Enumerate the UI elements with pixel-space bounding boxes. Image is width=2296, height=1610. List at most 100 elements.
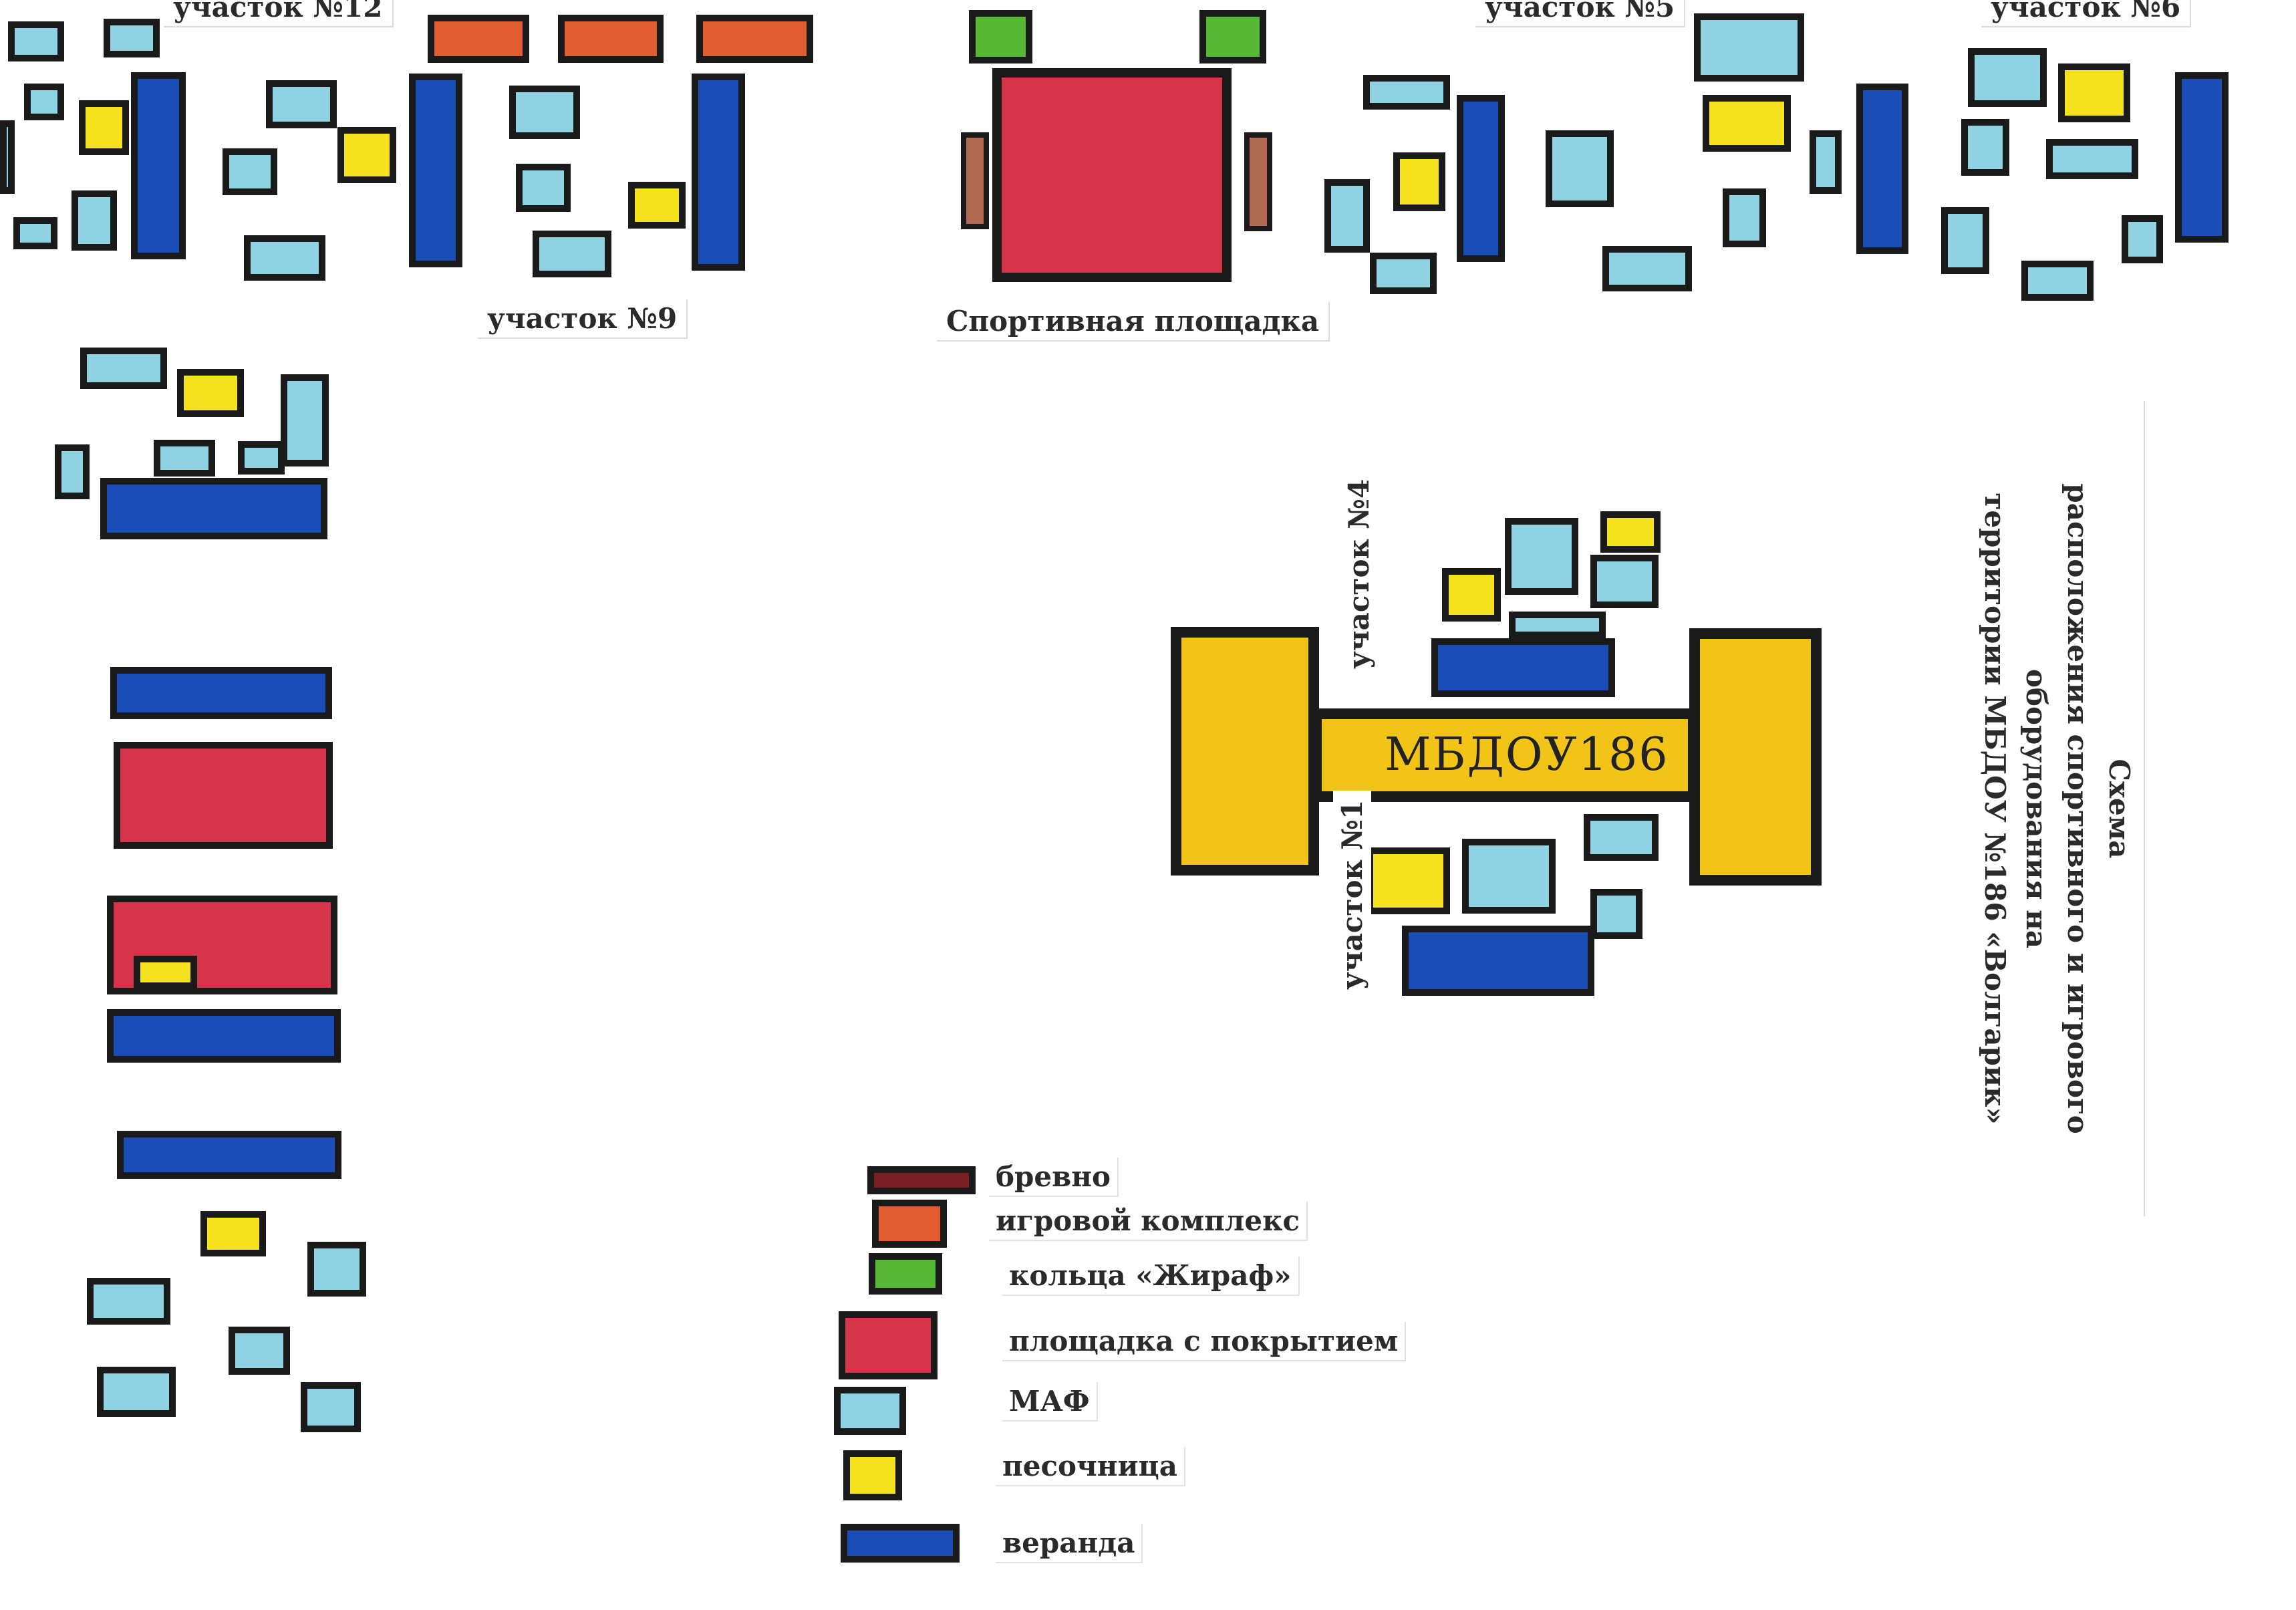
sandbox — [79, 100, 129, 155]
legend-label-surface: площадка с покрытием — [1002, 1322, 1407, 1361]
maf — [0, 120, 15, 194]
sandbox — [1367, 847, 1450, 914]
legend-swatch-log — [867, 1166, 976, 1194]
maf — [1590, 889, 1642, 939]
maf — [1546, 130, 1614, 207]
maf — [223, 148, 277, 195]
maf — [1810, 130, 1842, 194]
sports-ground-label: Спортивная площадка — [937, 302, 1330, 342]
plot-label-12: участок №12 — [164, 0, 394, 27]
veranda — [117, 1131, 341, 1179]
maf — [71, 190, 117, 251]
maf — [1941, 207, 1989, 274]
building-corridor — [1311, 708, 1699, 802]
maf — [24, 84, 64, 120]
maf — [266, 80, 337, 128]
maf — [516, 164, 571, 212]
building-wing-right — [1689, 628, 1822, 886]
log-beam — [961, 132, 989, 229]
veranda — [692, 74, 745, 271]
maf — [55, 444, 90, 499]
plot-label-9: участок №9 — [478, 299, 688, 339]
maf — [1602, 246, 1692, 291]
plot-label-5: участок №5 — [1475, 0, 1686, 27]
sandbox — [134, 956, 197, 989]
legend-label-veranda: веранда — [996, 1524, 1143, 1563]
veranda — [131, 72, 186, 259]
maf — [1961, 119, 2009, 176]
maf — [97, 1367, 176, 1417]
maf — [104, 19, 160, 57]
veranda — [1402, 926, 1594, 996]
building-name: МБДОУ186 — [1385, 728, 1669, 781]
rings-giraffe — [1199, 10, 1266, 63]
legend-label-sandbox: песочница — [996, 1447, 1185, 1486]
sandbox — [1442, 568, 1501, 622]
title-line-3: территории МБДОУ №186 «Волгарик» — [1979, 493, 2011, 1125]
veranda — [1457, 95, 1505, 262]
maf — [1363, 75, 1450, 110]
maf — [1505, 518, 1578, 595]
maf — [244, 235, 325, 281]
veranda — [1856, 84, 1908, 254]
sandbox — [200, 1211, 266, 1256]
maf — [2046, 139, 2138, 179]
maf — [1509, 612, 1606, 638]
maf — [301, 1382, 361, 1432]
veranda — [2175, 72, 2229, 243]
log-beam — [1244, 132, 1272, 231]
maf — [154, 440, 215, 477]
sandbox — [2058, 63, 2130, 122]
legend-label-rings: кольца «Жираф» — [1002, 1256, 1300, 1296]
maf — [80, 348, 167, 389]
veranda — [409, 74, 462, 267]
maf — [1590, 555, 1659, 608]
maf — [1370, 253, 1437, 294]
maf — [1324, 179, 1370, 253]
legend-swatch-maf — [834, 1387, 906, 1435]
legend-swatch-rings — [869, 1253, 942, 1295]
maf — [8, 21, 64, 61]
sandbox — [628, 182, 686, 229]
surface-ground — [114, 742, 333, 849]
maf — [238, 441, 285, 475]
maf — [1694, 13, 1804, 82]
title-line-2: расположения спортивного и игрового обор… — [2020, 483, 2094, 1134]
maf — [1723, 188, 1766, 247]
legend-swatch-surface — [839, 1311, 938, 1379]
maf — [1584, 814, 1659, 861]
map-title: Схема расположения спортивного и игровог… — [1974, 401, 2145, 1216]
legend-swatch-veranda — [841, 1524, 960, 1563]
legend-swatch-play-complex — [872, 1200, 947, 1248]
plot-label-1: участок №1 — [1333, 790, 1371, 999]
legend-label-maf: МАФ — [1002, 1382, 1098, 1422]
sandbox — [1703, 95, 1791, 152]
maf — [2122, 215, 2163, 263]
maf — [2021, 261, 2094, 301]
maf — [533, 231, 611, 277]
veranda — [107, 1009, 341, 1063]
plot-label-4: участок №4 — [1340, 469, 1378, 678]
play-complex — [696, 15, 813, 63]
legend-label-log: бревно — [989, 1158, 1119, 1197]
veranda — [1431, 638, 1615, 697]
sandbox — [1393, 152, 1445, 211]
veranda — [100, 478, 327, 539]
maf — [509, 86, 580, 139]
title-line-1: Схема — [2103, 759, 2136, 859]
legend-swatch-sandbox — [843, 1450, 902, 1500]
legend-label-play-complex: игровой комплекс — [989, 1202, 1308, 1241]
plot-label-6: участок №6 — [1981, 0, 2192, 27]
sandbox — [337, 127, 396, 183]
rings-giraffe — [969, 10, 1032, 63]
play-complex — [558, 15, 664, 63]
play-complex — [428, 15, 529, 63]
maf — [229, 1327, 290, 1375]
maf — [1968, 48, 2047, 107]
surface-ground — [992, 68, 1232, 282]
maf — [13, 217, 57, 249]
maf — [87, 1278, 170, 1325]
building-wing-left — [1171, 627, 1319, 876]
maf — [307, 1242, 366, 1297]
